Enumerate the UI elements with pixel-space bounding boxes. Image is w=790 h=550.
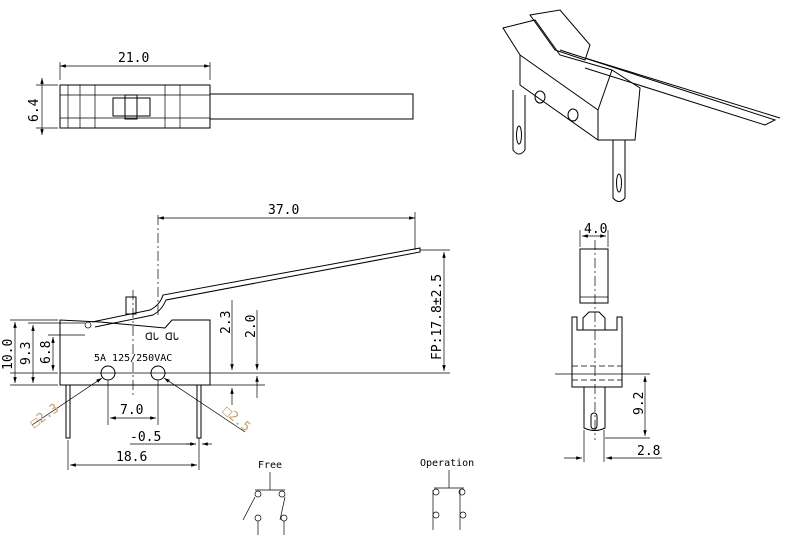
top-view: 21.0 6.4 <box>27 51 414 135</box>
free-position-label: FP:17.8±2.5 <box>430 274 445 360</box>
end-view: 4.0 9.2 2.8 <box>555 222 662 462</box>
dim-2-3-label: 2.3 <box>219 311 234 334</box>
dim-2-0-label: 2.0 <box>244 315 259 338</box>
pin-spacing-label: 18.6 <box>116 450 147 465</box>
hole-spacing-label: 7.0 <box>120 403 143 418</box>
end-width-label: 4.0 <box>584 222 607 237</box>
schematic-free: Free <box>242 460 288 535</box>
operation-label: Operation <box>420 458 474 469</box>
top-height-label: 6.4 <box>27 98 42 122</box>
free-label: Free <box>258 460 282 471</box>
lever-length-label: 37.0 <box>268 203 299 218</box>
pin-length-label: 9.2 <box>632 392 647 415</box>
hole-left-label: □2.3 <box>28 401 62 431</box>
hole-right-label: □2.5 <box>219 404 253 436</box>
offset-label: -0.5 <box>130 430 161 445</box>
top-length-label: 21.0 <box>118 51 149 66</box>
side-view: ᗡᒐ ᗡᒐ 5A 125/250VAC 37.0 FP:17.8±2.5 2.3… <box>1 203 450 470</box>
pin-width-label: 2.8 <box>637 444 660 459</box>
ul-mark: ᗡᒐ ᗡᒐ <box>145 332 179 343</box>
height-9-3-label: 9.3 <box>19 342 34 365</box>
height-6-8-label: 6.8 <box>39 341 54 364</box>
isometric-view <box>502 9 781 202</box>
height-10-0-label: 10.0 <box>1 339 16 370</box>
schematic-operation: Operation <box>420 458 474 530</box>
